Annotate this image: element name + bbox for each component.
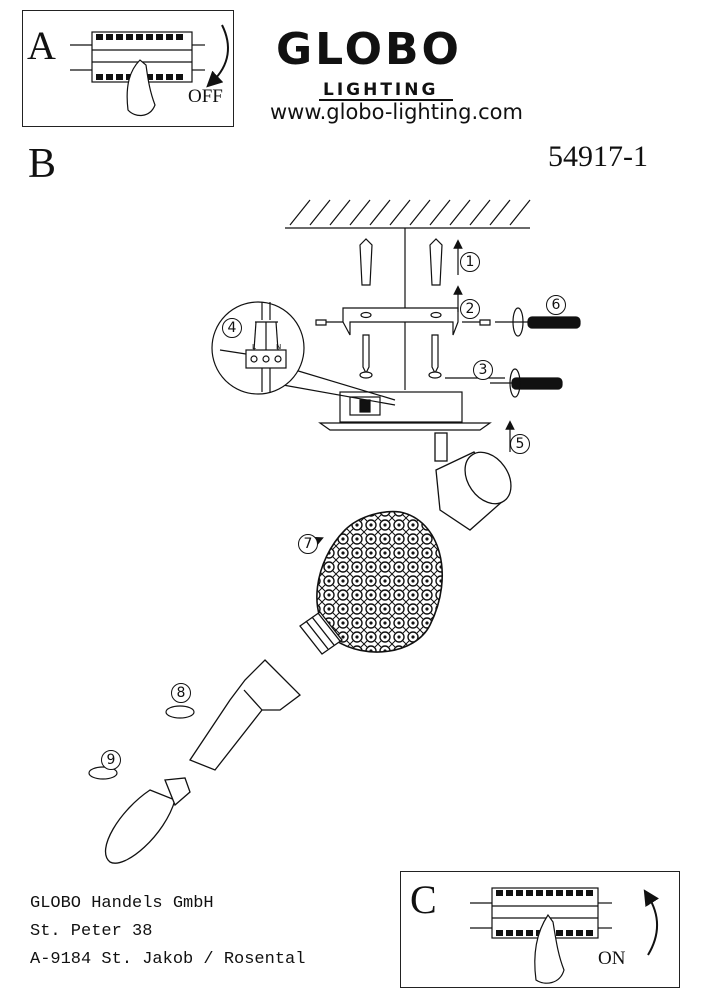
- screws: [359, 334, 505, 379]
- spot-head: [434, 432, 512, 531]
- panel-b-label: B: [28, 141, 57, 187]
- address-line-3: A-9184 St. Jakob / Rosental: [30, 950, 306, 969]
- step-3-marker: 3: [473, 360, 493, 380]
- brand-logo: GLOBO: [276, 24, 462, 75]
- breaker-c: [470, 887, 660, 984]
- panel-c-label: C: [410, 877, 437, 922]
- switch-off-label: OFF: [188, 86, 223, 107]
- panel-a-label: A: [27, 23, 56, 68]
- terminal-label-l: L: [252, 343, 256, 351]
- company-address: GLOBO Handels GmbH St. Peter 38 A-9184 S…: [30, 890, 305, 974]
- step-1-marker: 1: [460, 252, 480, 272]
- brand-logo-sub: LIGHTING: [323, 80, 439, 100]
- address-line-1: GLOBO Handels GmbH: [30, 894, 214, 913]
- product-number: 54917-1: [548, 140, 648, 173]
- candle-bulb: [104, 777, 191, 864]
- website-url: www.globo-lighting.com: [270, 100, 523, 124]
- mounting-bracket: [315, 285, 491, 336]
- socket-sleeve: [189, 659, 301, 771]
- step-9-marker: 9: [101, 750, 121, 770]
- canopy: [318, 391, 515, 452]
- step-6-marker: 6: [546, 295, 566, 315]
- step-4-marker: 4: [222, 318, 242, 338]
- terminal-label-n: N: [276, 343, 281, 351]
- step-5-marker: 5: [510, 434, 530, 454]
- step-2-marker: 2: [460, 299, 480, 319]
- logo-underline: [319, 99, 453, 101]
- breaker-a: [70, 24, 229, 116]
- step-8-marker: 8: [171, 683, 191, 703]
- panel-a-switch-off: [22, 10, 234, 127]
- screwdrivers: [490, 307, 581, 398]
- switch-on-label: ON: [598, 948, 626, 969]
- panel-c-switch-on: [400, 871, 680, 988]
- wall-plugs: [359, 238, 463, 286]
- address-line-2: St. Peter 38: [30, 922, 153, 941]
- ceiling: [285, 199, 531, 390]
- step-7-marker: 7: [298, 534, 318, 554]
- thread-ring: [299, 611, 343, 655]
